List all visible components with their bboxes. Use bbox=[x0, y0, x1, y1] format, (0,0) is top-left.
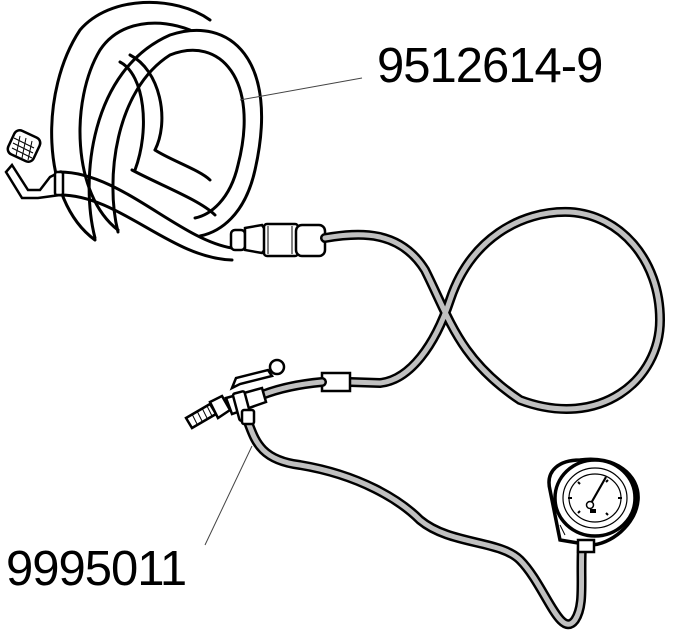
grey-supply-hose bbox=[325, 212, 660, 409]
gauge-ticks bbox=[568, 479, 622, 516]
angled-connector bbox=[4, 129, 65, 200]
gauge-hose bbox=[248, 422, 582, 624]
hose-coupling bbox=[229, 222, 327, 258]
leader-line-bottom bbox=[204, 445, 253, 546]
coiled-charging-hose bbox=[50, 0, 264, 262]
leader-lines bbox=[204, 77, 363, 546]
tee-valve bbox=[184, 358, 286, 430]
tee-feed-hose bbox=[262, 382, 322, 395]
part-number-callout-bottom: 9995011 bbox=[6, 542, 187, 596]
leader-line-top bbox=[239, 77, 363, 101]
part-number-callout-top: 9512614-9 bbox=[377, 39, 603, 93]
pressure-gauge bbox=[547, 457, 640, 554]
